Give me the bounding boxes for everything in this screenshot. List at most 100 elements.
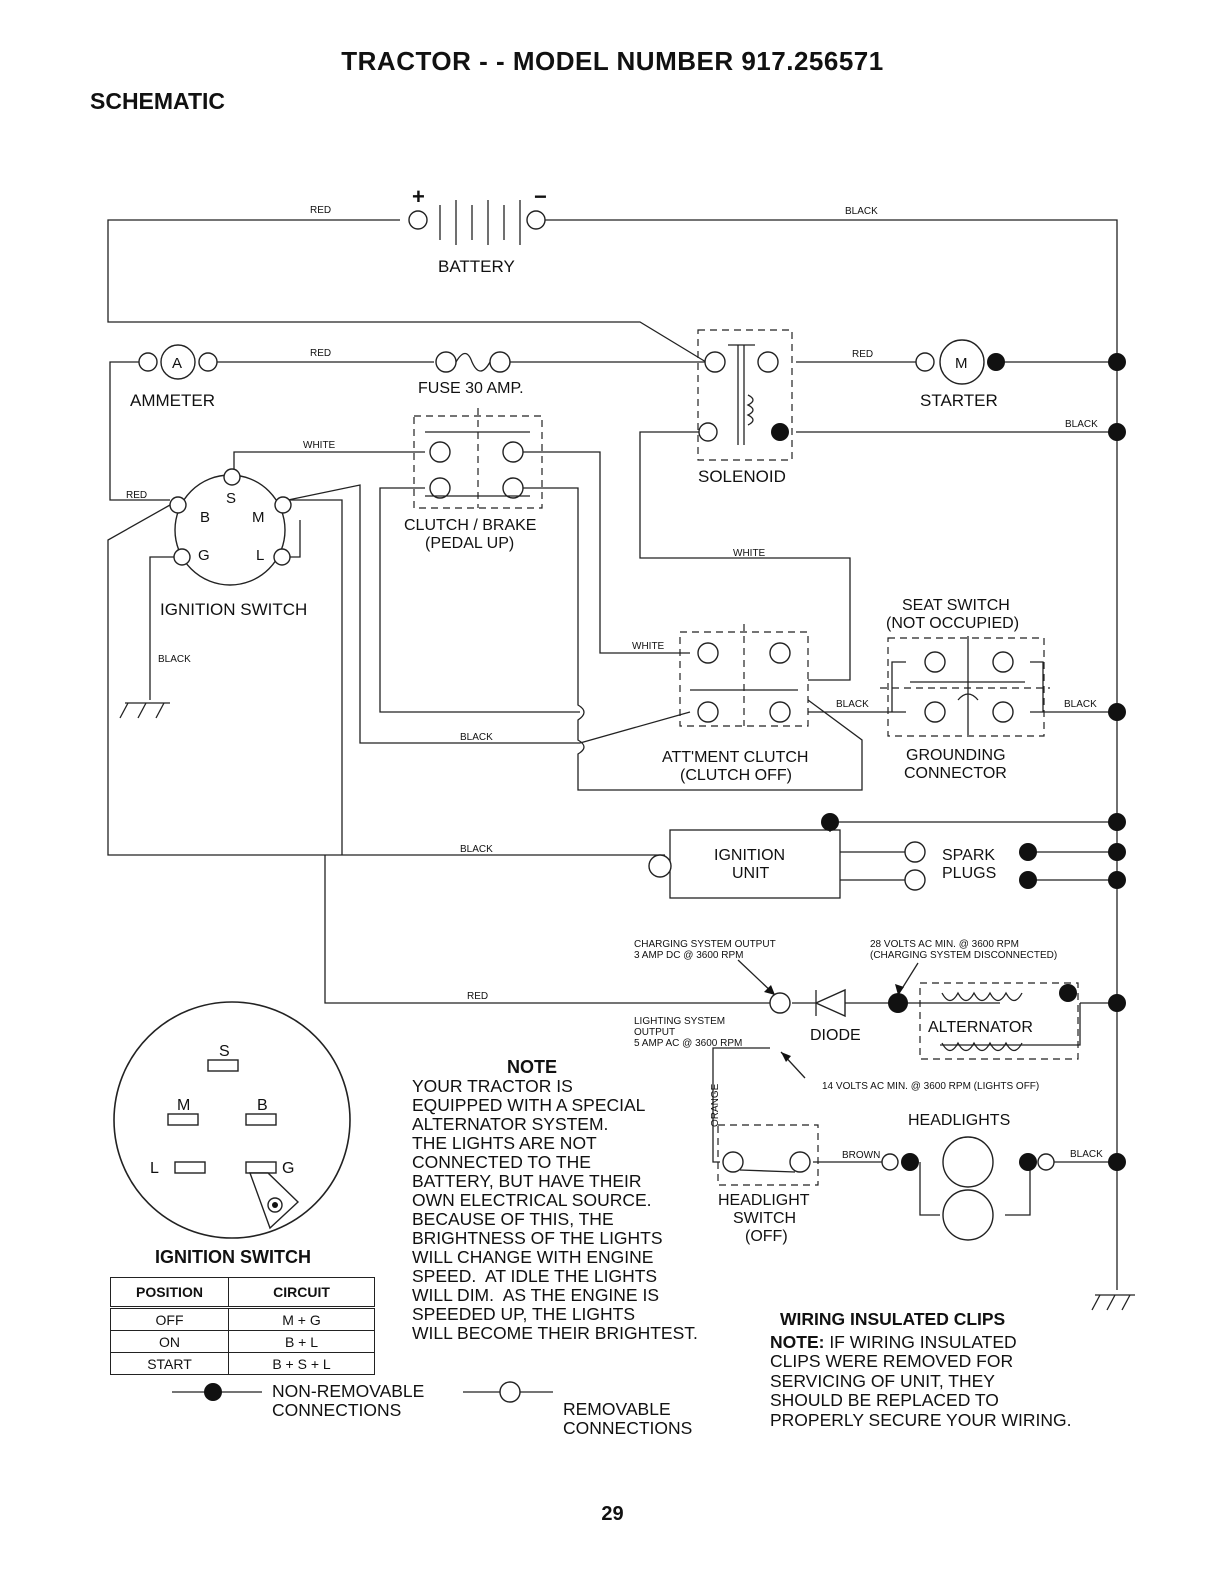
- wire-label-black: BLACK: [158, 654, 191, 665]
- seat-switch-label-2: (NOT OCCUPIED): [886, 615, 1019, 632]
- headlights-label: HEADLIGHTS: [908, 1112, 1010, 1129]
- table-cell: START: [110, 1352, 229, 1375]
- clips-title: WIRING INSULATED CLIPS: [780, 1309, 1006, 1329]
- wire-label-white: WHITE: [303, 440, 336, 451]
- attment-clutch-label-1: ATT'MENT CLUTCH: [662, 749, 808, 766]
- diode: DIODE: [769, 988, 908, 1044]
- ignition-unit-label-2: UNIT: [732, 865, 770, 882]
- annotation-lighting-2: OUTPUT: [634, 1027, 675, 1038]
- ammeter-symbol: A: [172, 355, 182, 372]
- page-title: TRACTOR - - MODEL NUMBER 917.256571: [341, 46, 884, 76]
- seat-switch-label-1: SEAT SWITCH: [902, 597, 1010, 614]
- wire-label-red: RED: [126, 490, 147, 501]
- legend-symbols: [172, 1381, 553, 1403]
- clips-note: NOTE: IF WIRING INSULATED CLIPS WERE REM…: [770, 1331, 1072, 1431]
- face-terminal-s: S: [219, 1043, 230, 1060]
- table-row: START B + S + L: [110, 1352, 375, 1375]
- face-terminal-b: B: [257, 1097, 268, 1114]
- annotation-14v: 14 VOLTS AC MIN. @ 3600 RPM (LIGHTS OFF): [822, 1081, 1039, 1092]
- headlights: HEADLIGHTS: [881, 1112, 1055, 1241]
- battery-label: BATTERY: [438, 257, 515, 276]
- measurement-annotations: CHARGING SYSTEM OUTPUT 3 AMP DC @ 3600 R…: [634, 939, 1057, 1092]
- wire-label-red: RED: [852, 349, 873, 360]
- wire-label-black: BLACK: [1065, 419, 1098, 430]
- legend-removable: REMOVABLE CONNECTIONS: [563, 1399, 693, 1438]
- spark-plugs: SPARK PLUGS: [904, 841, 1037, 891]
- face-terminal-l: L: [150, 1160, 159, 1177]
- section-title: SCHEMATIC: [90, 88, 226, 114]
- clutch-brake-label-2: (PEDAL UP): [425, 535, 514, 552]
- headlight-switch-label-2: SWITCH: [733, 1210, 796, 1227]
- note-text: YOUR TRACTOR IS EQUIPPED WITH A SPECIAL …: [412, 1076, 698, 1343]
- battery: + − BATTERY: [408, 184, 547, 276]
- seat-switch: SEAT SWITCH (NOT OCCUPIED) GROUNDING CON…: [880, 597, 1050, 782]
- wire-label-black: BLACK: [845, 206, 878, 217]
- wire-label-black: BLACK: [836, 699, 869, 710]
- solenoid: SOLENOID: [697, 329, 793, 486]
- spark-plugs-label-2: PLUGS: [942, 865, 996, 882]
- solenoid-label: SOLENOID: [698, 467, 786, 486]
- clips-note-text: IF WIRING INSULATED CLIPS WERE REMOVED F…: [770, 1331, 1072, 1430]
- wire-label-brown: BROWN: [842, 1150, 880, 1161]
- ground-symbol-left: [119, 702, 170, 719]
- note-block: NOTE YOUR TRACTOR IS EQUIPPED WITH A SPE…: [412, 1058, 698, 1343]
- ignition-switch-table-title: IGNITION SWITCH: [155, 1247, 311, 1267]
- ground-symbol-right: [1091, 1294, 1135, 1311]
- ign-terminal-b: B: [200, 509, 210, 526]
- wire-color-labels: RED BLACK RED RED BLACK WHITE RED WHITE …: [126, 205, 1103, 1161]
- annotation-charging-1: CHARGING SYSTEM OUTPUT: [634, 939, 776, 950]
- battery-plus-label: +: [412, 184, 425, 209]
- wire-label-red: RED: [467, 991, 488, 1002]
- table-row: ON B + L: [110, 1330, 375, 1353]
- wiring-clips-block: WIRING INSULATED CLIPS NOTE: IF WIRING I…: [770, 1309, 1072, 1431]
- wire-label-white: WHITE: [733, 548, 766, 559]
- headlight-switch-label-3: (OFF): [745, 1228, 788, 1245]
- wire-label-white: WHITE: [632, 641, 665, 652]
- table-row: OFF M + G: [110, 1306, 375, 1331]
- ignition-switch-table: POSITION CIRCUIT OFF M + G ON B + L STAR…: [110, 1277, 375, 1375]
- non-removable-symbol: [204, 1383, 222, 1401]
- spark-plugs-label-1: SPARK: [942, 847, 995, 864]
- alternator: ALTERNATOR: [919, 982, 1079, 1060]
- grounding-label-2: CONNECTOR: [904, 765, 1007, 782]
- wire-label-orange: ORANGE: [710, 1083, 721, 1127]
- ign-terminal-g: G: [198, 547, 210, 564]
- ign-terminal-s: S: [226, 490, 236, 507]
- annotation-28v-1: 28 VOLTS AC MIN. @ 3600 RPM: [870, 939, 1019, 950]
- clips-note-label: NOTE:: [770, 1331, 825, 1352]
- ign-terminal-l: L: [256, 547, 264, 564]
- ignition-unit-label-1: IGNITION: [714, 847, 785, 864]
- table-cell: OFF: [110, 1306, 229, 1331]
- ammeter: A AMMETER: [130, 344, 218, 410]
- starter-symbol: M: [955, 355, 968, 372]
- note-heading: NOTE: [506, 1057, 557, 1077]
- wire-label-red: RED: [310, 205, 331, 216]
- ignition-switch-label: IGNITION SWITCH: [160, 600, 307, 619]
- ignition-unit: IGNITION UNIT: [648, 829, 841, 899]
- removable-symbol: [499, 1381, 521, 1403]
- battery-minus-label: −: [534, 184, 547, 209]
- headlight-switch: HEADLIGHT SWITCH (OFF): [717, 1124, 819, 1245]
- headlight-switch-label-1: HEADLIGHT: [718, 1192, 810, 1209]
- ignition-switch: S B M G L IGNITION SWITCH: [160, 468, 307, 619]
- wire-label-black: BLACK: [460, 732, 493, 743]
- alternator-label: ALTERNATOR: [928, 1019, 1033, 1036]
- wire-label-black: BLACK: [1064, 699, 1097, 710]
- grounding-label-1: GROUNDING: [906, 747, 1006, 764]
- face-terminal-g: G: [282, 1160, 294, 1177]
- annotation-28v-2: (CHARGING SYSTEM DISCONNECTED): [870, 950, 1057, 961]
- annotation-charging-2: 3 AMP DC @ 3600 RPM: [634, 950, 743, 961]
- table-cell: B + L: [228, 1330, 375, 1353]
- starter-label: STARTER: [920, 391, 998, 410]
- fuse: FUSE 30 AMP.: [418, 351, 524, 397]
- fuse-label: FUSE 30 AMP.: [418, 380, 524, 397]
- annotation-lighting-1: LIGHTING SYSTEM: [634, 1016, 725, 1027]
- ignition-switch-face: S M B L G: [113, 1001, 351, 1239]
- table-header: CIRCUIT: [228, 1277, 375, 1308]
- clutch-brake-switch: CLUTCH / BRAKE (PEDAL UP): [404, 408, 543, 552]
- face-terminal-m: M: [177, 1097, 190, 1114]
- table-cell: M + G: [228, 1306, 375, 1331]
- page-number: 29: [601, 1503, 624, 1525]
- attachment-clutch-switch: ATT'MENT CLUTCH (CLUTCH OFF): [662, 624, 809, 784]
